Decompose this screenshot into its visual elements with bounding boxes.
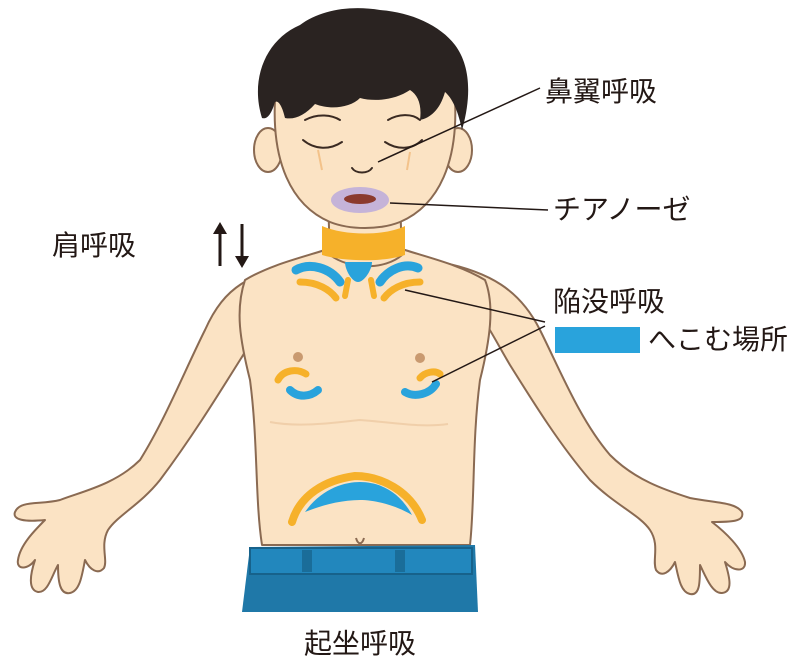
label-retractive-breathing: 陥没呼吸	[553, 288, 665, 316]
label-nasal-flaring: 鼻翼呼吸	[545, 78, 657, 106]
legend-swatch	[555, 327, 640, 353]
mouth	[344, 194, 376, 204]
up-down-arrows-icon	[208, 222, 256, 268]
label-cyanosis: チアノーゼ	[553, 196, 690, 224]
label-orthopnea: 起坐呼吸	[304, 630, 416, 658]
pants	[242, 545, 478, 612]
left-nipple	[293, 352, 303, 362]
legend-label: へこむ場所	[648, 326, 788, 354]
right-nipple	[415, 353, 425, 363]
torso	[240, 250, 491, 545]
label-shoulder-breathing: 肩呼吸	[52, 232, 136, 260]
